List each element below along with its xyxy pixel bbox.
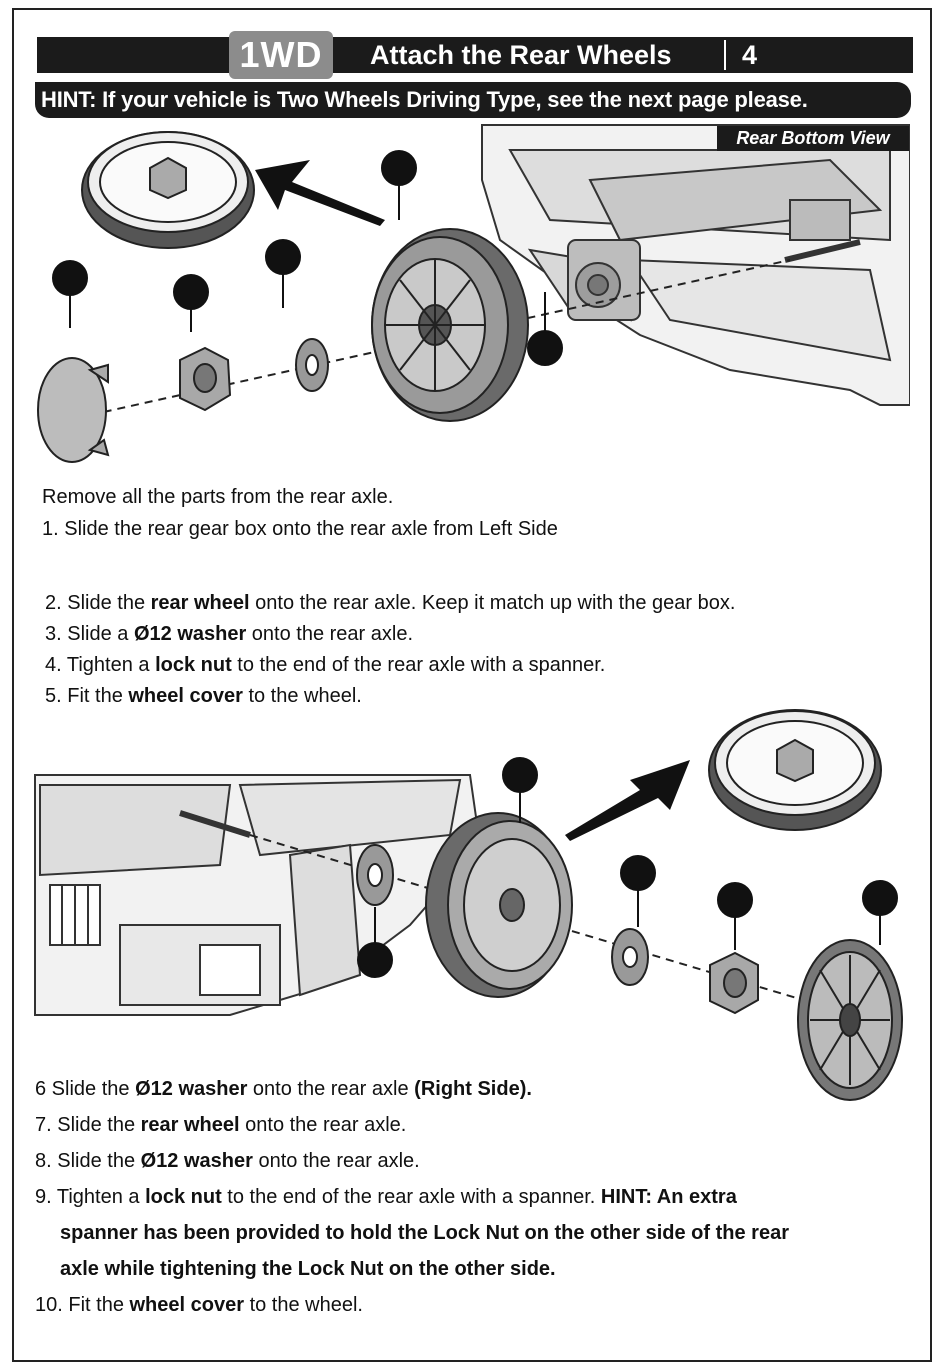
washer-right-side (356, 844, 394, 906)
rear-wheel (371, 228, 529, 422)
title-divider (724, 40, 726, 70)
car-side-body (34, 774, 482, 1016)
step-10-text: 10. Fit the wheel cover to the wheel. (35, 1294, 363, 1316)
arrow-to-inset-2 (565, 760, 690, 841)
arrow-to-inset (255, 160, 385, 226)
wheel-cover (37, 357, 110, 463)
step-9-hint-line-3: axle while tightening the Lock Nut on th… (60, 1258, 556, 1280)
step-7-text: 7. Slide the rear wheel onto the rear ax… (35, 1114, 407, 1136)
step-9-hint-line-2: spanner has been provided to hold the Lo… (60, 1222, 789, 1244)
rear-bottom-view-label: Rear Bottom View (717, 126, 909, 151)
washer-outer (611, 928, 649, 986)
finished-wheel-inset (81, 131, 255, 249)
step-1-text: 1. Slide the rear gear box onto the rear… (42, 518, 558, 540)
drive-type-badge: 1WD (229, 31, 333, 79)
right-side-assembly-illustration (34, 709, 903, 1101)
step-number: 4 (742, 40, 758, 70)
wheel-cover-right (797, 939, 903, 1101)
title-bar (37, 37, 913, 73)
right-rear-axle (179, 810, 251, 838)
washer (295, 338, 329, 392)
step-8-text: 8. Slide the Ø12 washer onto the rear ax… (35, 1150, 420, 1172)
callout-markers-2 (357, 757, 898, 978)
hint-banner: HINT: If your vehicle is Two Wheels Driv… (35, 82, 911, 118)
step-3-text: 3. Slide a Ø12 washer onto the rear axle… (45, 623, 414, 645)
lock-nut (179, 346, 232, 412)
page-frame (12, 8, 932, 1362)
rear-axle (784, 239, 861, 263)
gear-box (567, 239, 641, 321)
finished-wheel-inset-2 (708, 709, 882, 831)
car-rear-body (481, 124, 910, 406)
lock-nut-right (709, 951, 759, 1015)
rear-wheel-right (425, 812, 573, 998)
step-6-text: 6 Slide the Ø12 washer onto the rear axl… (35, 1078, 532, 1100)
page-title: Attach the Rear Wheels (370, 40, 672, 70)
step-5-text: 5. Fit the wheel cover to the wheel. (45, 685, 362, 707)
callout-markers (52, 150, 563, 366)
step-4-text: 4. Tighten a lock nut to the end of the … (45, 654, 606, 676)
step-2-text: 2. Slide the rear wheel onto the rear ax… (45, 592, 736, 614)
step-9-text: 9. Tighten a lock nut to the end of the … (35, 1186, 737, 1208)
intro-text: Remove all the parts from the rear axle. (42, 486, 394, 508)
left-side-assembly-illustration (37, 124, 910, 463)
